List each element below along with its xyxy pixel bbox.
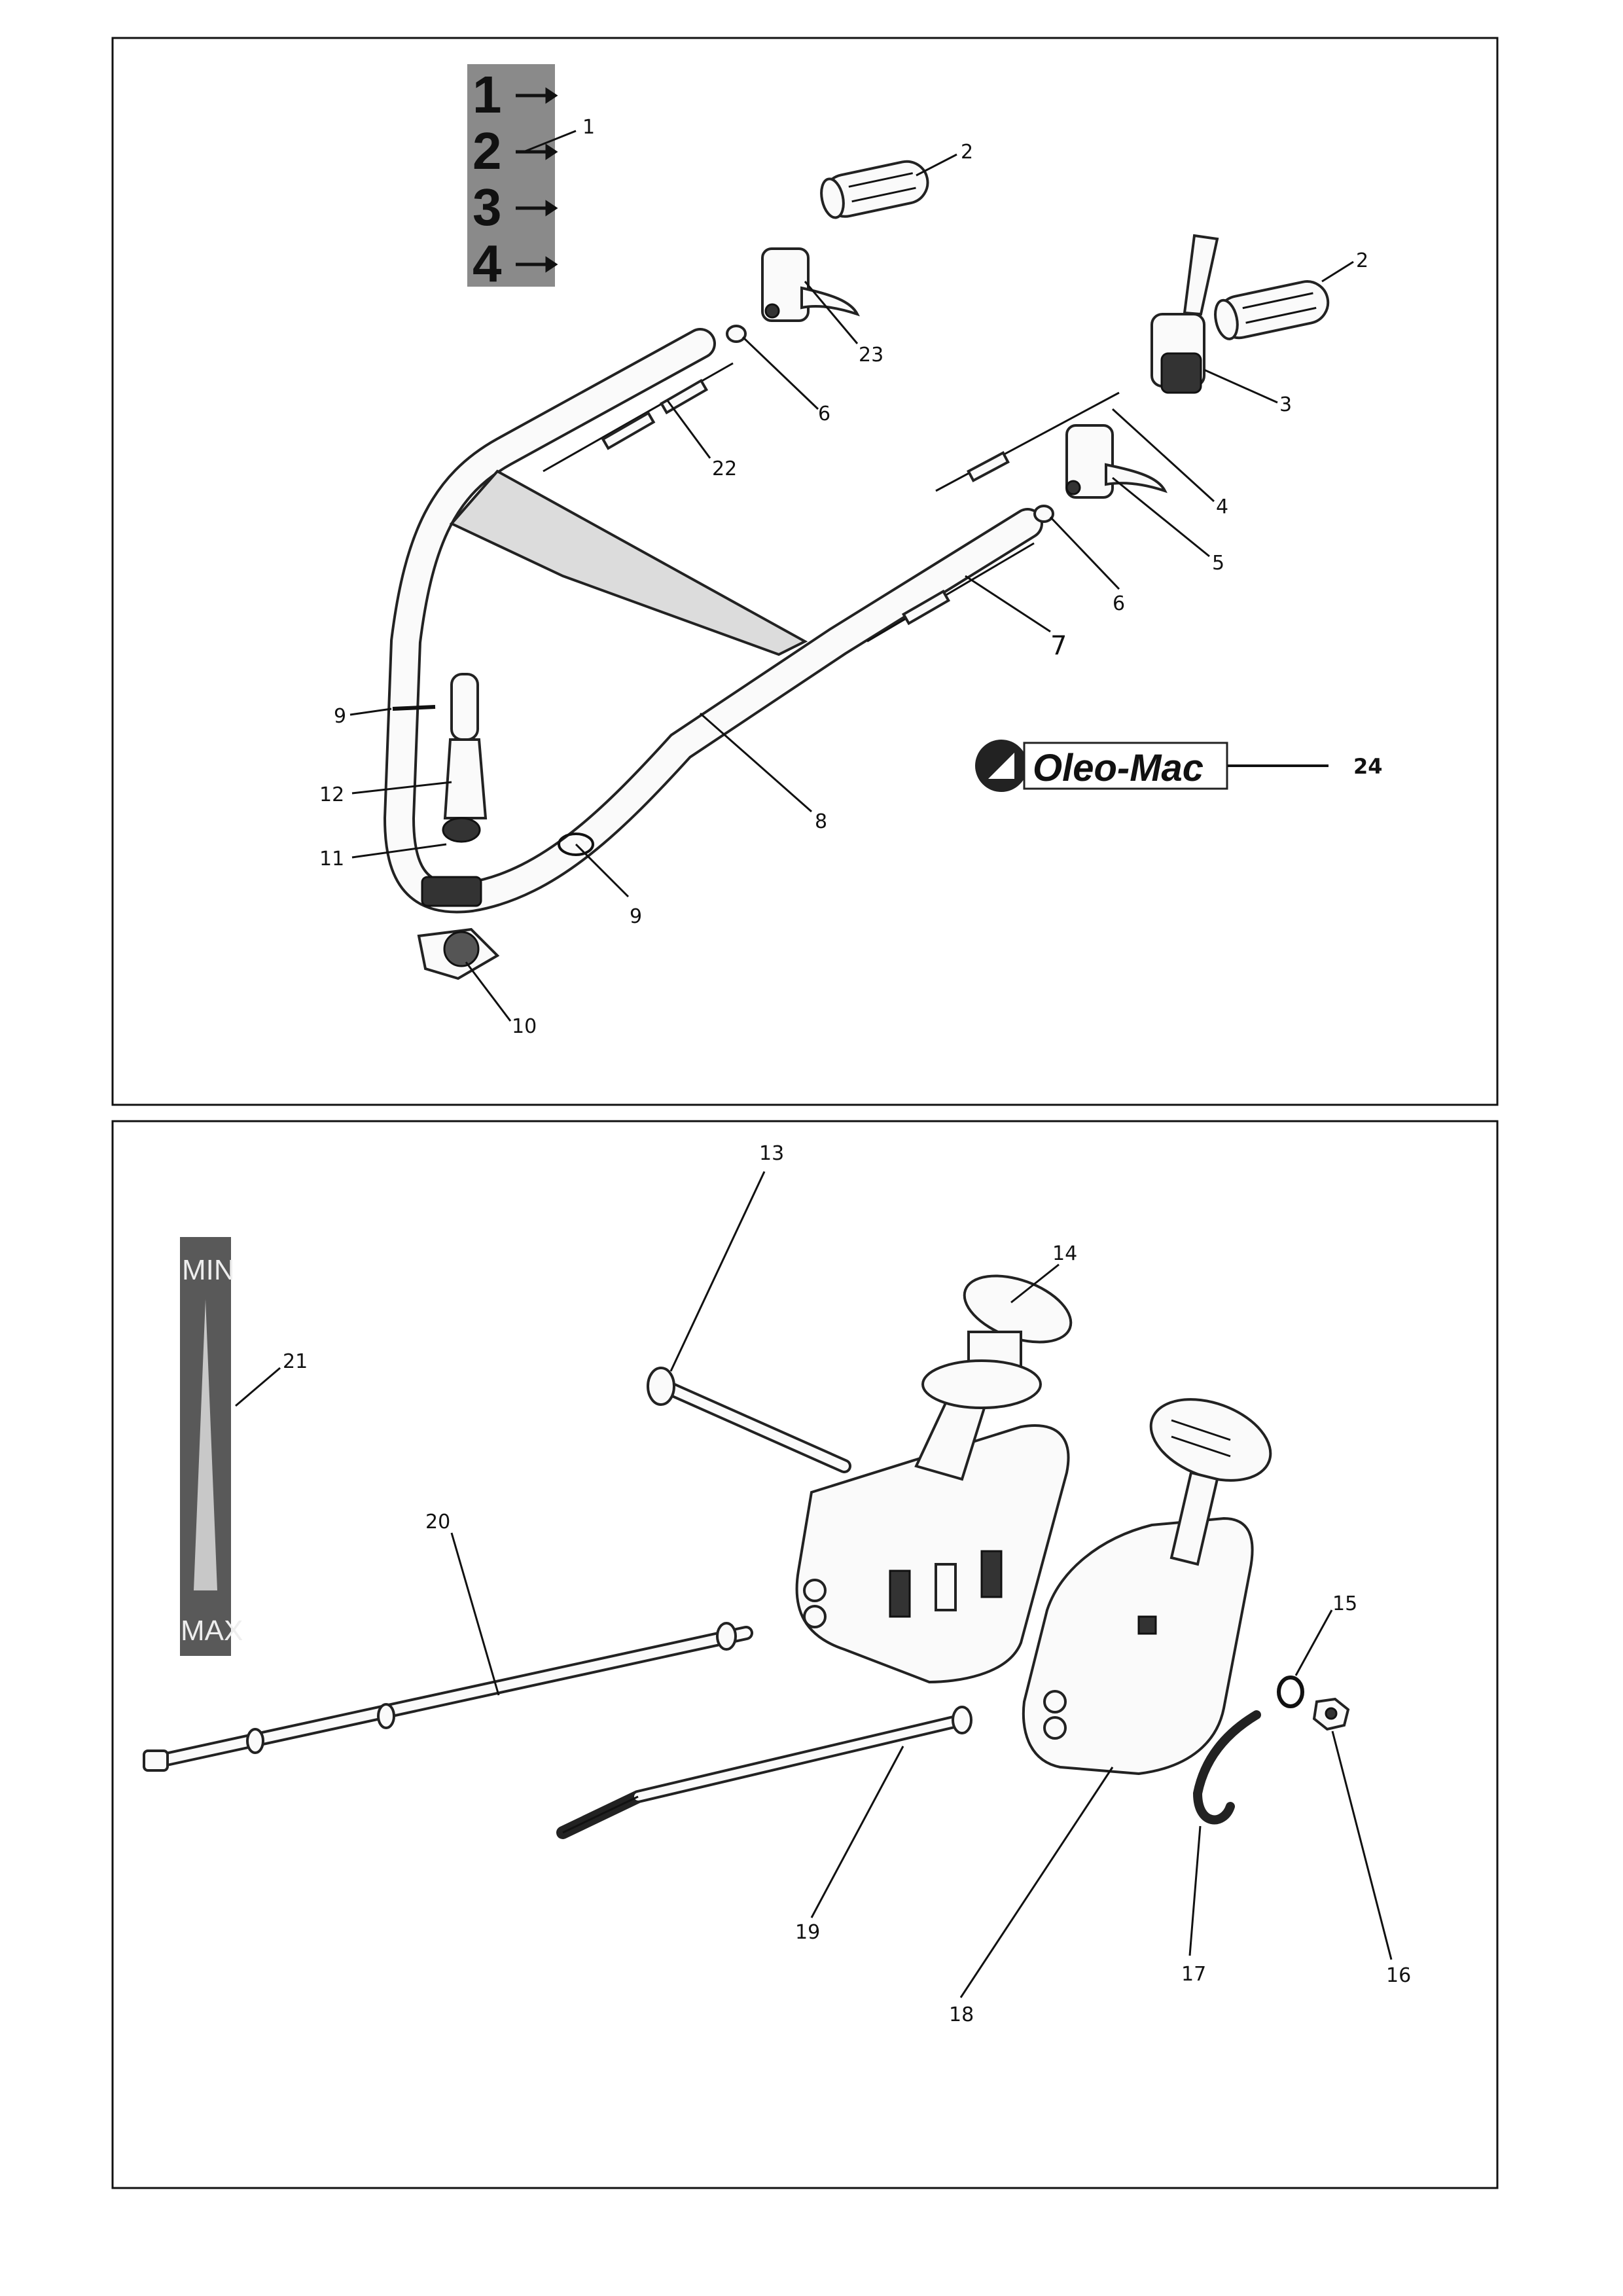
bracket	[421, 876, 482, 907]
decal-max-label: MAX	[181, 1615, 243, 1647]
callout-7: 7	[1050, 631, 1067, 661]
nut-6-upper	[726, 325, 747, 343]
callout-24: 24	[1353, 754, 1383, 779]
handlebar-panel	[449, 469, 808, 656]
callout-6-upper: 6	[818, 403, 830, 425]
lever-5	[1065, 424, 1168, 499]
washer-11	[442, 817, 481, 843]
gear-number-4: 4	[473, 234, 502, 293]
callout-14: 14	[1052, 1242, 1077, 1265]
cable-20	[143, 1622, 753, 1772]
callout-2-right-grip: 2	[1356, 249, 1368, 272]
callout-23: 23	[859, 344, 883, 367]
callout-1: 1	[582, 116, 595, 139]
handlebar-tube	[383, 328, 1043, 914]
gear-number-2: 2	[473, 122, 502, 180]
callout-19: 19	[795, 1921, 820, 1944]
cable-22	[543, 362, 734, 473]
gear-number-1: 1	[473, 65, 502, 124]
gear-block-10	[417, 927, 500, 980]
callout-9-pin: 9	[334, 705, 346, 728]
throttle-knob	[1149, 1398, 1272, 1566]
callout-2-left-grip: 2	[961, 141, 973, 164]
callout-16: 16	[1386, 1964, 1411, 1987]
gear-number-3: 3	[473, 178, 502, 236]
callout-5: 5	[1212, 552, 1224, 575]
nut-6-lower	[1033, 505, 1054, 523]
cable-7	[866, 542, 1035, 643]
callout-17: 17	[1181, 1963, 1206, 1986]
callout-22: 22	[712, 457, 737, 480]
callout-9-clamp: 9	[630, 905, 642, 928]
callout-3: 3	[1279, 393, 1292, 416]
callout-21: 21	[283, 1350, 308, 1373]
cable-4	[935, 391, 1120, 492]
hook-17	[1192, 1710, 1261, 1825]
bottom-panel-frame	[111, 1120, 1499, 2189]
control-box-open	[795, 1366, 1070, 1684]
callout-11: 11	[319, 848, 344, 870]
rod-13	[647, 1367, 851, 1473]
control-box-18	[1022, 1516, 1254, 1776]
washer-15	[1277, 1676, 1304, 1708]
cable-19	[556, 1706, 972, 1839]
gear-decal: 1 2 3 4	[467, 64, 558, 293]
top-panel-frame	[111, 37, 1499, 1106]
throttle-decal: MIN MAX	[180, 1237, 243, 1656]
callout-6-lower: 6	[1113, 592, 1125, 615]
decal-min-label: MIN	[182, 1254, 235, 1286]
callout-10: 10	[512, 1015, 537, 1038]
callout-13: 13	[759, 1142, 784, 1165]
grip-left	[820, 160, 929, 219]
nut-16	[1312, 1697, 1350, 1731]
callout-18: 18	[949, 2003, 974, 2026]
logo-text: Oleo-Mac	[1033, 747, 1204, 789]
callout-8: 8	[815, 810, 827, 833]
clamp-9	[558, 833, 594, 856]
knob-14	[921, 1274, 1073, 1409]
oleo-mac-logo: Oleo-Mac	[975, 740, 1228, 792]
callout-4: 4	[1216, 495, 1228, 518]
shift-lever-3	[1150, 234, 1219, 394]
grip-right	[1214, 280, 1330, 340]
knob-12	[443, 673, 488, 819]
callout-12: 12	[319, 783, 344, 806]
lever-23	[761, 247, 860, 322]
pin-9	[392, 705, 436, 711]
callout-15: 15	[1332, 1592, 1357, 1615]
callout-20: 20	[425, 1511, 450, 1534]
